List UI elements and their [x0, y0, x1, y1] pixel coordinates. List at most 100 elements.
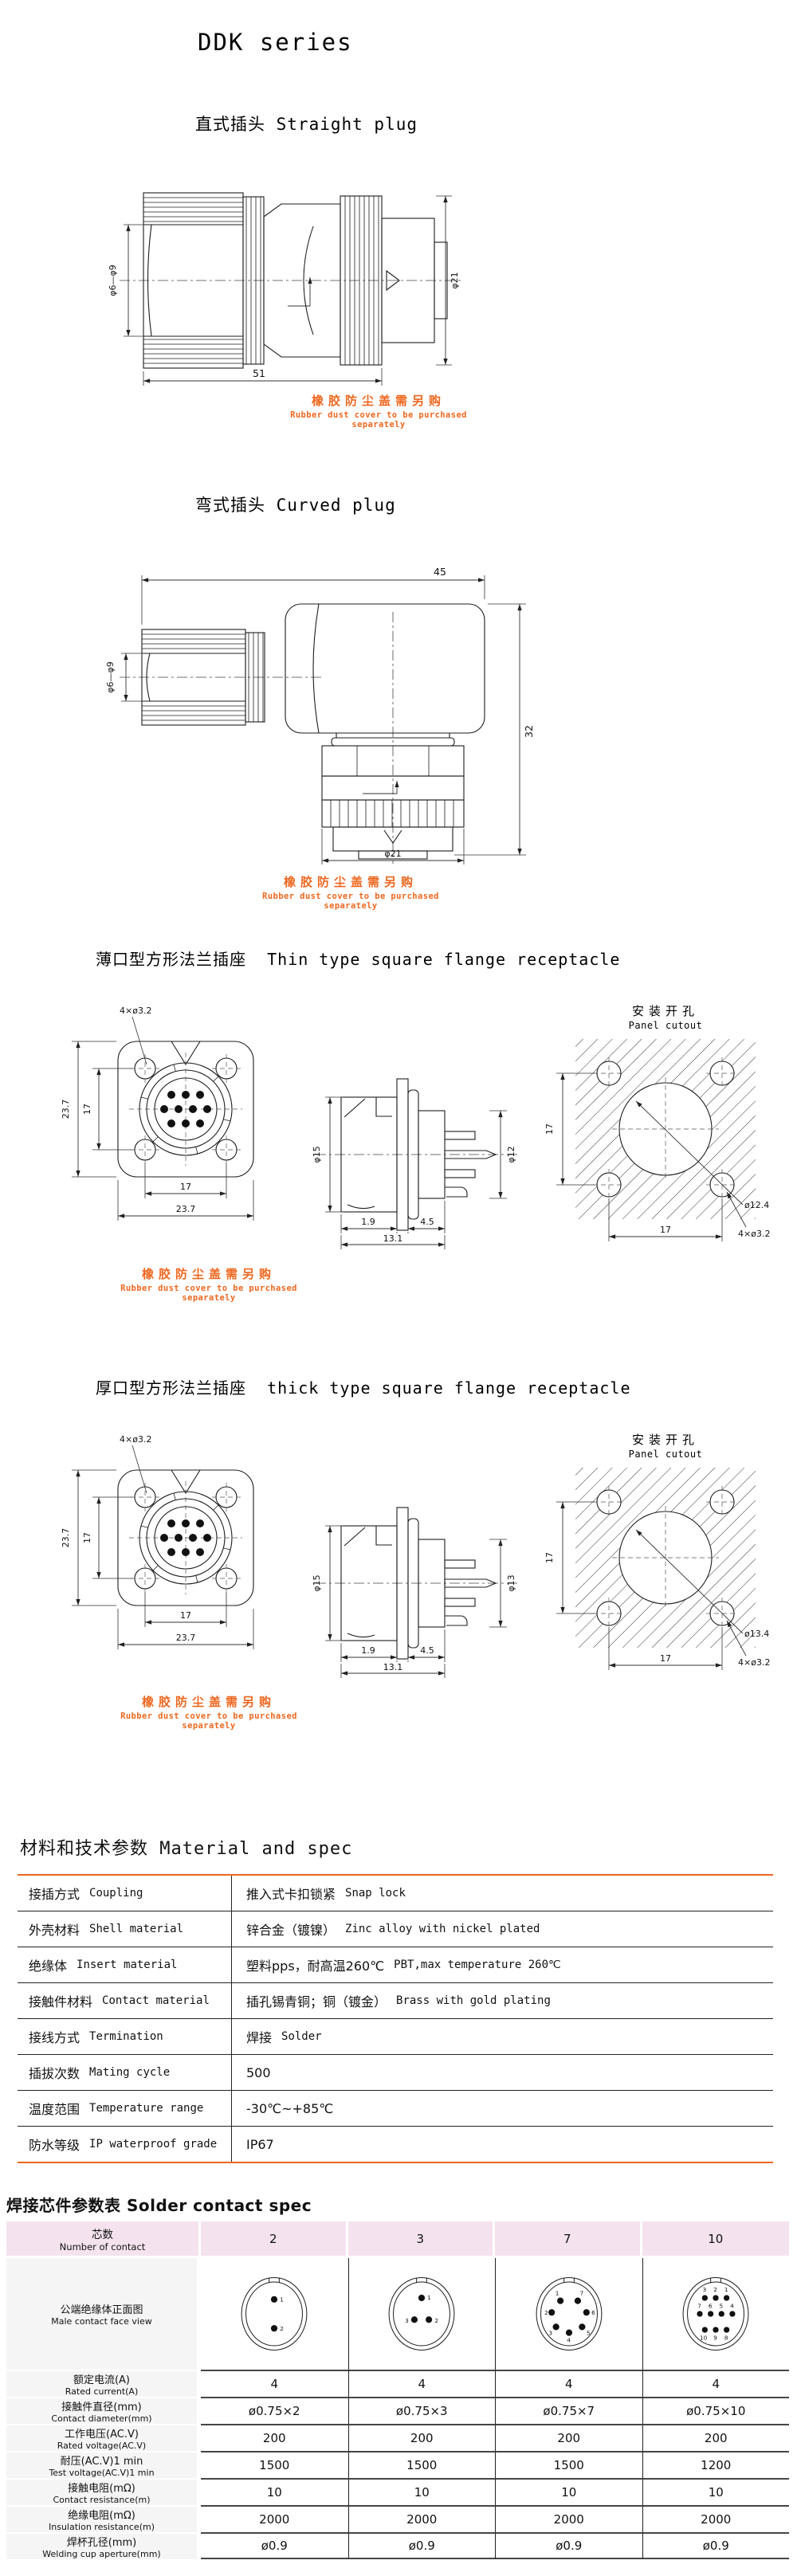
solder-spec-table: 芯数 Number of contact 2 3 7 10 公端绝缘体正面图 M… [6, 2221, 789, 2559]
header-col: 3 [347, 2221, 495, 2258]
row-label: 接触电阻(mΩ)Contact resistance(m) [6, 2478, 201, 2505]
pin-number: 2 [435, 2317, 439, 2324]
dim-length-label: 45 [434, 566, 446, 578]
value-cell: ø0.9 [201, 2532, 348, 2559]
row-label-zh: 绝缘电阻(mΩ) [68, 2510, 135, 2522]
pin-number: 6 [591, 2309, 595, 2316]
row-label-en: Termination [89, 2030, 163, 2043]
row-label-en: Contact material [102, 1994, 210, 2007]
value-cell: ø0.9 [495, 2532, 642, 2559]
pin-number: 5 [587, 2329, 591, 2336]
row-label-en: IP waterproof grade [89, 2138, 218, 2151]
row-value-zh: IP67 [246, 2136, 274, 2152]
thick-front-view: 4×ø3.2 23.7 17 17 23.7 [61, 1434, 254, 1649]
dim-screws-label: 4×ø3.2 [738, 1657, 770, 1668]
row-label-en: Temperature range [89, 2102, 204, 2115]
solder-value-row: 额定电流(A)Rated current(A) 4 4 4 4 [6, 2370, 789, 2397]
header-col: 7 [495, 2221, 642, 2258]
face-cell-10pin: 3 2 1 7 6 5 4 10 9 8 [642, 2258, 789, 2370]
dim-length-label: 51 [253, 367, 265, 379]
row-label: 额定电流(A)Rated current(A) [6, 2370, 201, 2397]
dim-pitch-v-label: 17 [82, 1104, 92, 1115]
contact-face-3pin: 1 3 2 [388, 2277, 455, 2351]
pin-number: 2 [281, 2325, 285, 2332]
thick-cutout-title-zh: 安装开孔 [631, 1433, 699, 1447]
header-col: 10 [642, 2221, 789, 2258]
row-label-zh: 绝缘体 [29, 1958, 68, 1974]
row-label-en: Rated current(A) [65, 2386, 139, 2397]
face-row-label: 公端绝缘体正面图 Male contact face view [6, 2258, 201, 2370]
row-label-zh: 工作电压(AC.V) [65, 2429, 139, 2441]
row-value-en: Solder [281, 2030, 322, 2043]
solder-spec-title: 焊接芯件参数表 Solder contact spec [6, 2196, 312, 2215]
pin-number: 4 [730, 2303, 734, 2310]
value-cell: ø0.9 [347, 2532, 495, 2559]
dim-flange-w-label: 23.7 [176, 1633, 196, 1643]
value-cell: 200 [201, 2424, 348, 2451]
dim-outer-label: φ15 [312, 1574, 322, 1591]
row-label-zh: 接触件材料 [29, 1994, 93, 2009]
solder-value-row: 接触件直径(mm)Contact diameter(mm) ø0.75×2 ø0… [6, 2397, 789, 2424]
note-curved-zh: 橡胶防尘盖需另购 [283, 875, 418, 889]
value-cell: 1200 [642, 2451, 789, 2478]
note-thin-en: Rubber dust cover to be purchased separa… [120, 1283, 297, 1303]
row-label-en: Contact diameter(mm) [51, 2413, 152, 2424]
note-straight: 橡胶防尘盖需另购 Rubber dust cover to be purchas… [263, 394, 494, 429]
note-thin: 橡胶防尘盖需另购 Rubber dust cover to be purchas… [93, 1268, 324, 1303]
material-spec-title: 材料和技术参数 Material and spec [20, 1839, 353, 1859]
face-cell-3pin: 1 3 2 [347, 2258, 495, 2370]
dim-front-label: 1.9 [361, 1645, 375, 1656]
row-label-en: Test voltage(AC.V)1 min [49, 2468, 155, 2478]
pin-number: 2 [714, 2286, 718, 2293]
row-value-en: Zinc alloy with nickel plated [345, 1923, 540, 1935]
row-label-zh: 防水等级 [29, 2138, 80, 2153]
dim-rear-label: 4.5 [420, 1645, 434, 1656]
dim-diameter-label: φ21 [384, 849, 401, 859]
row-label-zh: 外壳材料 [29, 1923, 80, 1938]
pin-number: 3 [548, 2329, 552, 2336]
row-value-zh: 插孔锡青铜；铜（镀金） [246, 1994, 387, 2009]
row-value-zh: 锌合金（镀镍） [246, 1923, 336, 1938]
header-col: 2 [201, 2221, 348, 2258]
value-cell: 10 [642, 2478, 789, 2505]
heading-thick-receptacle: 厚口型方形法兰插座 thick type square flange recep… [96, 1378, 631, 1398]
dim-screws-label: 4×ø3.2 [120, 1006, 151, 1016]
contact-face-7pin: 1 7 2 6 3 5 4 [536, 2277, 603, 2351]
pin-number: 5 [720, 2303, 724, 2310]
dim-pitch-v-label: 17 [82, 1532, 92, 1543]
dim-screws-label: 4×ø3.2 [738, 1229, 770, 1239]
row-label-en: Shell material [89, 1923, 184, 1935]
value-cell: 4 [642, 2370, 789, 2397]
dim-pitch-h-label: 17 [660, 1653, 671, 1664]
row-label-zh: 接触件直径(mm) [61, 2402, 142, 2413]
row-label: 焊杯孔径(mm)Welding cup aperture(mm) [6, 2532, 201, 2559]
thin-cutout-title-en: Panel cutout [628, 1020, 703, 1031]
dim-height-label: 32 [523, 725, 535, 738]
dim-screws-label: 4×ø3.2 [120, 1434, 151, 1445]
pin-number: 1 [281, 2296, 285, 2304]
row-label-zh: 接触电阻(mΩ) [68, 2483, 135, 2495]
header-label-cell: 芯数 Number of contact [6, 2221, 201, 2258]
dim-inner-label: φ12 [506, 1146, 516, 1163]
row-label-zh: 插拔次数 [29, 2066, 80, 2081]
note-thin-zh: 橡胶防尘盖需另购 [141, 1267, 276, 1281]
dim-total-label: 13.1 [383, 1233, 403, 1244]
dim-cable-label: φ6—φ9 [105, 661, 116, 693]
thin-front-view: 4×ø3.2 23.7 17 17 23.7 [61, 1006, 254, 1221]
row-label: 绝缘电阻(mΩ)Insulation resistance(m) [6, 2505, 201, 2532]
note-straight-zh: 橡胶防尘盖需另购 [311, 394, 446, 408]
value-cell: 2000 [347, 2505, 495, 2532]
value-cell: ø0.9 [642, 2532, 789, 2559]
dim-flange-h-label: 23.7 [61, 1528, 71, 1548]
face-cell-2pin: 1 2 [201, 2258, 348, 2370]
pin-number: 6 [709, 2303, 713, 2310]
row-label-en: Mating cycle [89, 2066, 171, 2079]
straight-plug-drawing: φ6—φ9 51 φ21 [108, 192, 463, 386]
dim-rear-label: 4.5 [420, 1217, 434, 1227]
pin-number: 1 [555, 2289, 559, 2296]
dim-flange-h-label: 23.7 [61, 1100, 71, 1119]
